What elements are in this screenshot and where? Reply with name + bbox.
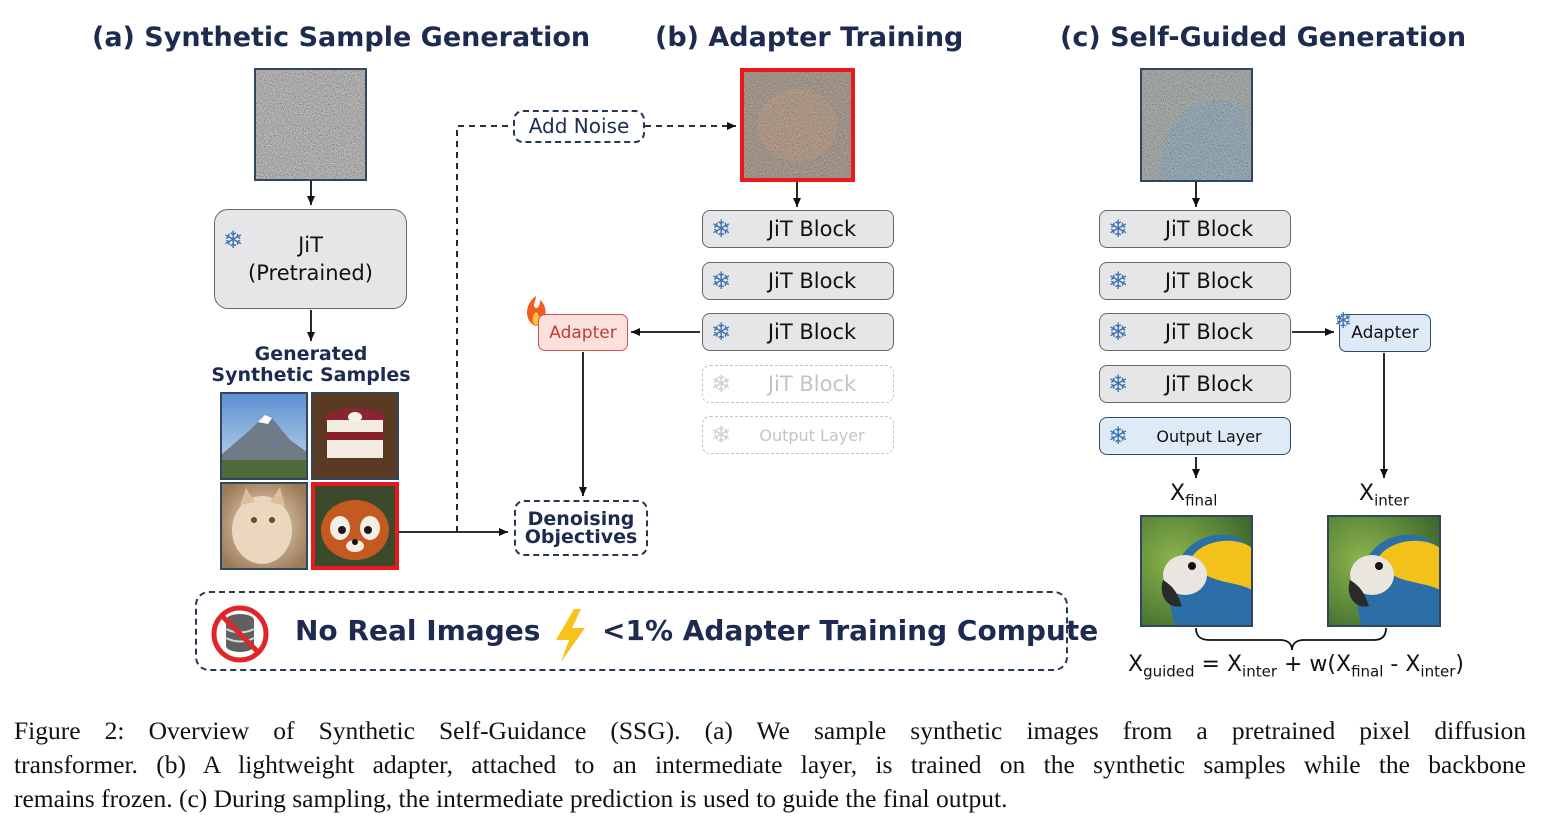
formula-minus: - xyxy=(1383,652,1406,677)
jit-block-c2: ❄ JiT Block xyxy=(1099,262,1291,300)
output-layer-c: ❄ Output Layer xyxy=(1099,417,1291,455)
objectives-line2: Objectives xyxy=(524,526,638,548)
denoising-objectives-box: Denoising Objectives xyxy=(514,500,648,556)
sample-cake-image xyxy=(311,392,399,480)
sample-mountain-image xyxy=(220,392,308,480)
heading-b: (b) Adapter Training xyxy=(655,22,964,53)
sample-red-panda-image xyxy=(311,482,399,570)
jit-block-label: JiT Block xyxy=(1164,217,1254,241)
combine-brace xyxy=(1195,627,1387,651)
heading-a: (a) Synthetic Sample Generation xyxy=(92,22,591,53)
figure-caption: Figure 2: Overview of Synthetic Self-Gui… xyxy=(14,714,1526,816)
jit-block-label: JiT Block xyxy=(767,217,857,241)
snowflake-icon: ❄ xyxy=(1108,422,1129,450)
final-parrot-image xyxy=(1140,515,1253,627)
jit-pretrained-box: ❄ JiT (Pretrained) xyxy=(214,209,407,309)
adapter-label: Adapter xyxy=(1351,323,1419,343)
noisy-red-panda-image xyxy=(740,68,855,182)
snowflake-icon: ❄ xyxy=(1108,318,1129,346)
formula-close: ) xyxy=(1455,652,1464,677)
noisy-parrot-image xyxy=(1140,68,1253,182)
no-real-images-text: No Real Images xyxy=(295,614,541,647)
formula-x1: X xyxy=(1128,652,1144,677)
formula-eq: = xyxy=(1194,652,1227,677)
snowflake-icon: ❄ xyxy=(1108,370,1129,398)
snowflake-icon: ❄ xyxy=(1108,215,1129,243)
snowflake-icon: ❄ xyxy=(711,267,732,295)
lightning-icon xyxy=(556,609,585,662)
intermediate-parrot-image xyxy=(1327,515,1441,627)
samples-label-line1: Generated xyxy=(254,343,368,365)
caption-line-1: Figure 2: Overview of Synthetic Self-Gui… xyxy=(14,716,1526,745)
compute-text: <1% Adapter Training Compute xyxy=(602,614,1099,647)
efficiency-banner: No Real Images <1% Adapter Training Comp… xyxy=(195,591,1098,671)
jit-block-c4: ❄ JiT Block xyxy=(1099,365,1291,403)
jit-model-name: JiT xyxy=(298,233,323,257)
jit-block-b3: ❄ JiT Block xyxy=(702,313,894,351)
jit-block-c3: ❄ JiT Block xyxy=(1099,313,1291,351)
add-noise-label: Add Noise xyxy=(528,114,630,138)
formula-plus-w: + w( xyxy=(1277,652,1336,677)
adapter-trainable-box: Adapter xyxy=(538,314,628,351)
x-inter-base: X xyxy=(1359,481,1375,506)
jit-block-label: JiT Block xyxy=(1164,372,1254,396)
jit-block-b4-unused: ❄ JiT Block xyxy=(702,365,894,403)
formula-x2: X xyxy=(1226,652,1243,677)
adapter-frozen-box: ❄ Adapter xyxy=(1334,311,1431,352)
x-final-sub: final xyxy=(1185,491,1218,510)
jit-block-label: JiT Block xyxy=(767,320,857,344)
sample-cat-image xyxy=(220,482,308,570)
formula-inter-sub: inter xyxy=(1242,662,1277,681)
formula-guided-sub: guided xyxy=(1143,662,1195,681)
output-layer-label: Output Layer xyxy=(759,425,865,445)
formula-x4: X xyxy=(1405,652,1421,677)
add-noise-box: Add Noise xyxy=(513,110,645,143)
snowflake-icon: ❄ xyxy=(711,318,732,346)
snowflake-icon: ❄ xyxy=(711,421,732,449)
guidance-formula: Xguided = Xinter + w(Xfinal - Xinter) xyxy=(1128,652,1464,680)
jit-block-b1: ❄ JiT Block xyxy=(702,210,894,248)
jit-block-b2: ❄ JiT Block xyxy=(702,262,894,300)
output-layer-label: Output Layer xyxy=(1156,426,1262,446)
snowflake-icon: ❄ xyxy=(711,215,732,243)
adapter-label: Adapter xyxy=(549,322,617,343)
formula-inter-sub2: inter xyxy=(1420,662,1456,681)
samples-label-line2: Synthetic Samples xyxy=(211,364,411,386)
dashed-path-to-add-noise xyxy=(456,125,512,532)
no-database-icon xyxy=(211,605,269,663)
jit-block-label: JiT Block xyxy=(767,269,857,293)
output-layer-b-unused: ❄ Output Layer xyxy=(702,416,894,454)
heading-c: (c) Self-Guided Generation xyxy=(1060,22,1467,53)
x-inter-sub: inter xyxy=(1374,491,1410,510)
jit-block-label: JiT Block xyxy=(1164,320,1254,344)
snowflake-icon: ❄ xyxy=(1108,267,1129,295)
x-inter-label: Xinter xyxy=(1359,481,1409,509)
objectives-line1: Denoising xyxy=(527,507,635,530)
jit-block-c1: ❄ JiT Block xyxy=(1099,210,1291,248)
jit-block-label: JiT Block xyxy=(1164,269,1254,293)
snowflake-icon: ❄ xyxy=(711,370,732,398)
x-final-base: X xyxy=(1170,481,1186,506)
caption-line-2: transformer. (b) A lightweight adapter, … xyxy=(14,750,1526,779)
formula-x3: X xyxy=(1336,652,1352,677)
caption-line-3: remains frozen. (c) During sampling, the… xyxy=(14,784,1008,813)
jit-block-label: JiT Block xyxy=(767,372,857,396)
pure-noise-image xyxy=(254,68,367,181)
jit-model-subtitle: (Pretrained) xyxy=(248,261,373,285)
snowflake-icon: ❄ xyxy=(1334,309,1353,334)
x-final-label: Xfinal xyxy=(1170,481,1217,509)
snowflake-icon: ❄ xyxy=(223,226,244,254)
formula-final-sub: final xyxy=(1351,662,1384,681)
generated-samples-label: Generated Synthetic Samples xyxy=(200,344,422,386)
